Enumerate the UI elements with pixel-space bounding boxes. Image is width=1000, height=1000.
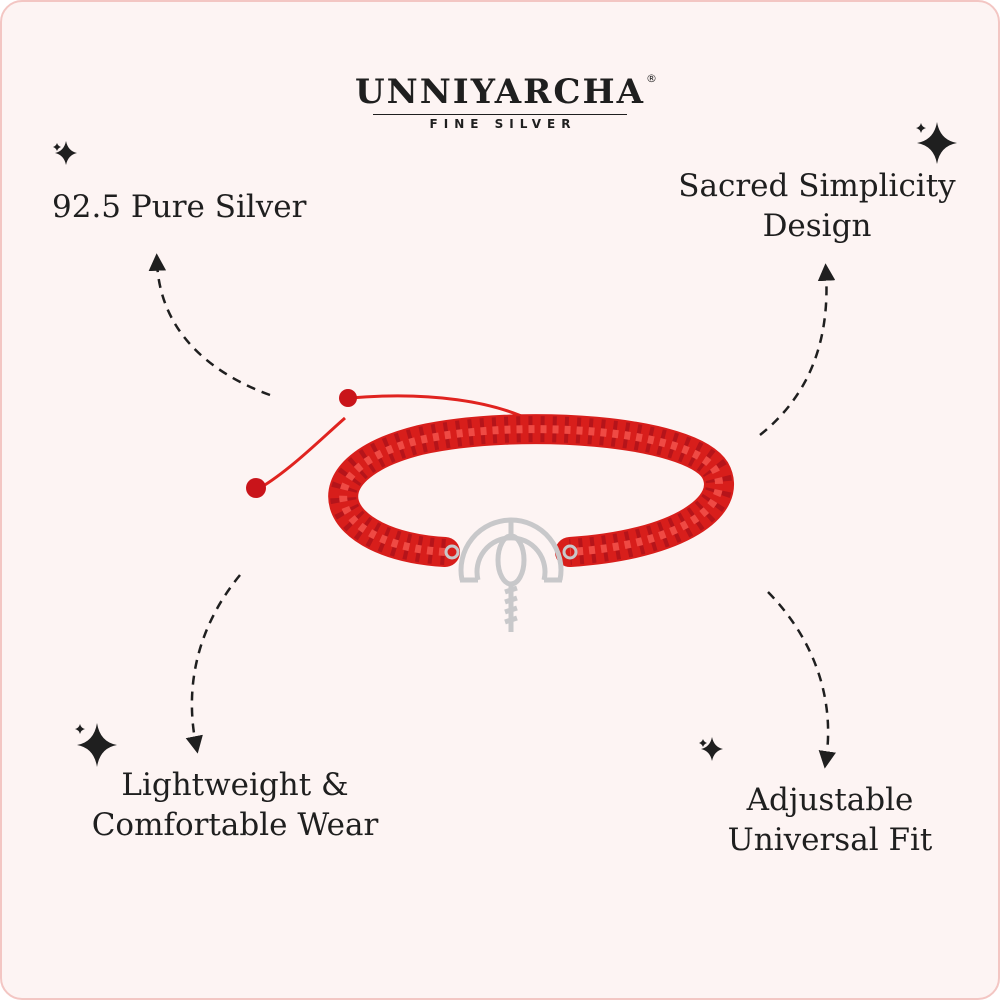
feature-lightweight: Lightweight & Comfortable Wear [60,765,410,845]
brand-tagline: FINE SILVER [429,117,577,131]
feature-line: Universal Fit [727,822,933,858]
sparkle-icon [75,723,117,767]
feature-sacred-design: Sacred Simplicity Design [652,166,982,246]
feature-line: Lightweight & [121,767,349,803]
registered-mark: ® [646,72,659,85]
sparkle-icon [53,141,77,165]
feature-line: Adjustable [746,782,914,818]
feature-line: Sacred Simplicity [678,168,956,204]
sparkle-icon [699,737,723,761]
brand-logo: UNNIYARCHA® FINE SILVER [0,72,1000,131]
brand-divider [373,114,627,115]
feature-adjustable: Adjustable Universal Fit [700,780,960,860]
feature-line: Design [762,208,872,244]
feature-pure-silver: 92.5 Pure Silver [52,187,306,227]
feature-line: Comfortable Wear [91,807,379,843]
dashed-arrow-icon [148,253,836,769]
feature-line: 92.5 Pure Silver [52,189,307,225]
sparkle-icon [916,122,957,164]
bracelet-image [246,389,734,632]
brand-name: UNNIYARCHA® [354,72,659,112]
